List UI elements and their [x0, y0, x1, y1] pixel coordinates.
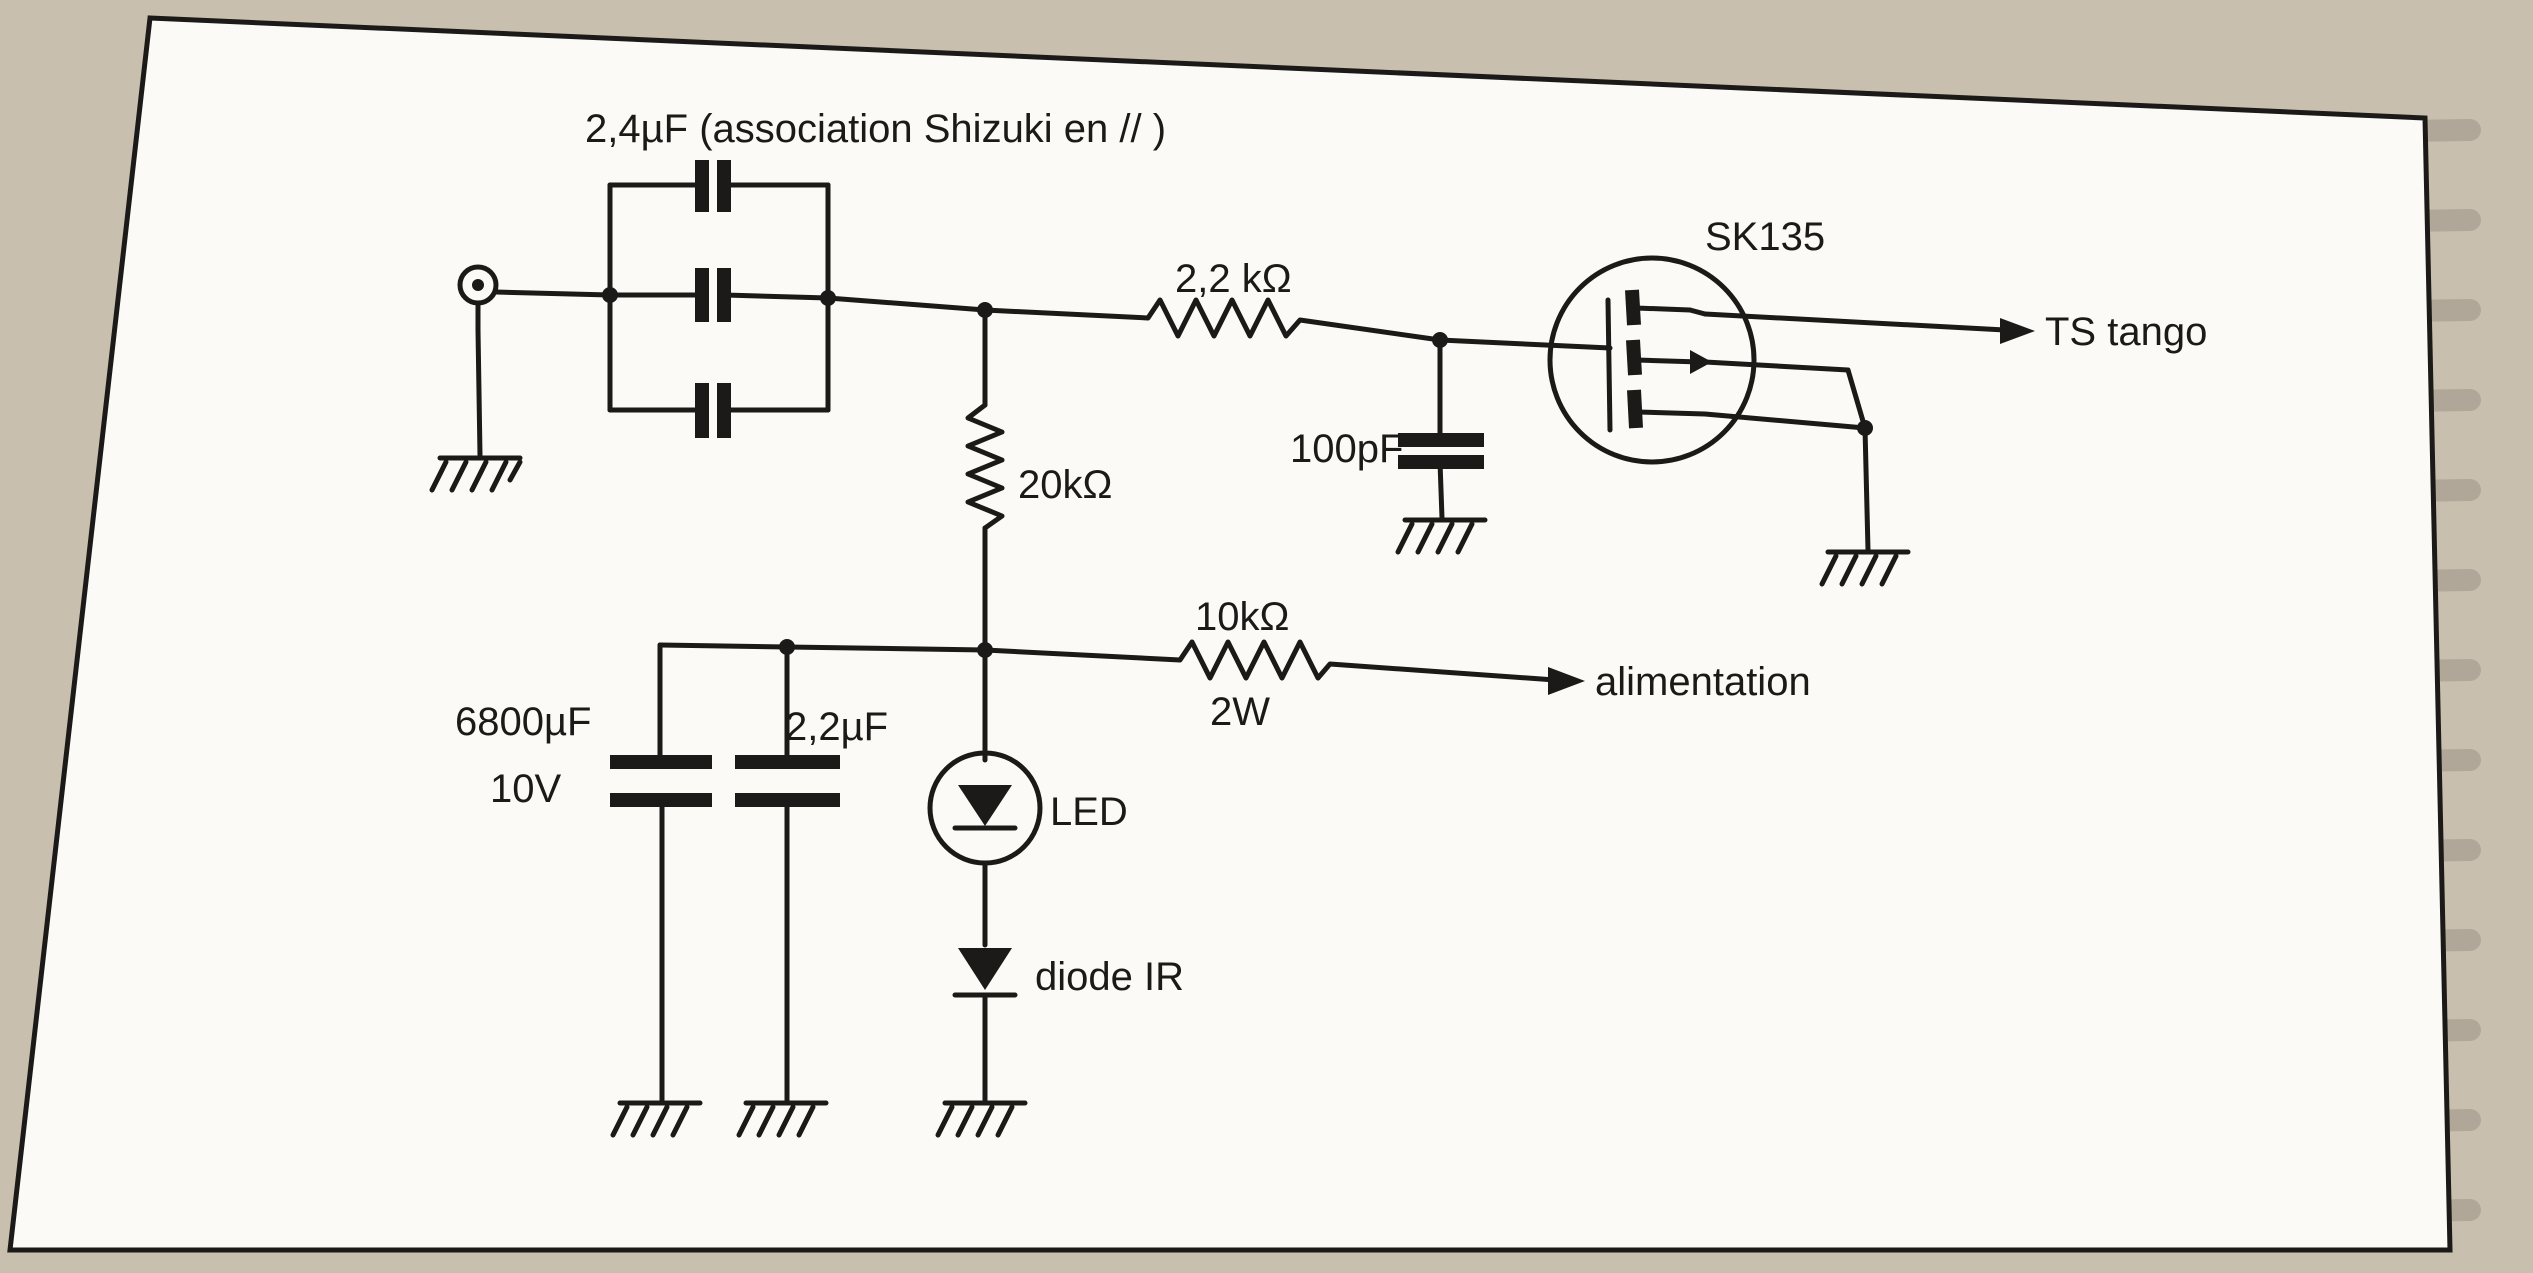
output-arrow-icon [2000, 318, 2035, 344]
capacitor-2-2uF [735, 755, 840, 1138]
transistor-label: SK135 [1705, 215, 1825, 259]
c-100pf-label: 100pF [1290, 427, 1403, 471]
resistor-20k [965, 307, 1005, 653]
capacitor-6800uF [610, 755, 712, 1138]
diode-ir-icon [935, 948, 1028, 1138]
figure-frame [7, 15, 2453, 1253]
r-10k-label: 10kΩ [1195, 595, 1289, 639]
transistor-sk135 [1547, 255, 1757, 465]
ground-icon [1819, 549, 1911, 587]
alimentation-label: alimentation [1595, 660, 1811, 704]
capacitor-100pF [1395, 337, 1488, 555]
led-label: LED [1050, 790, 1128, 834]
resistor-2-2k [982, 297, 1443, 343]
capacitor-group-shizuki [457, 160, 836, 458]
ground-icon [429, 455, 523, 493]
diode-ir-label: diode IR [1035, 955, 1184, 999]
ts-tango-label: TS tango [2045, 310, 2207, 354]
cap-group-label: 2,4µF (association Shizuki en // ) [585, 107, 1166, 151]
resistor-10k-2w [982, 639, 1585, 695]
r-2-2k-label: 2,2 kΩ [1175, 257, 1292, 301]
c-6800-voltage-label: 10V [490, 767, 561, 811]
led-icon [927, 647, 1043, 948]
r-10k-power-label: 2W [1210, 690, 1270, 734]
r-20k-label: 20kΩ [1018, 463, 1112, 507]
c-6800-value-label: 6800µF [455, 700, 591, 744]
c-2-2uf-label: 2,2µF [785, 705, 888, 749]
power-arrow-icon [1548, 667, 1585, 695]
